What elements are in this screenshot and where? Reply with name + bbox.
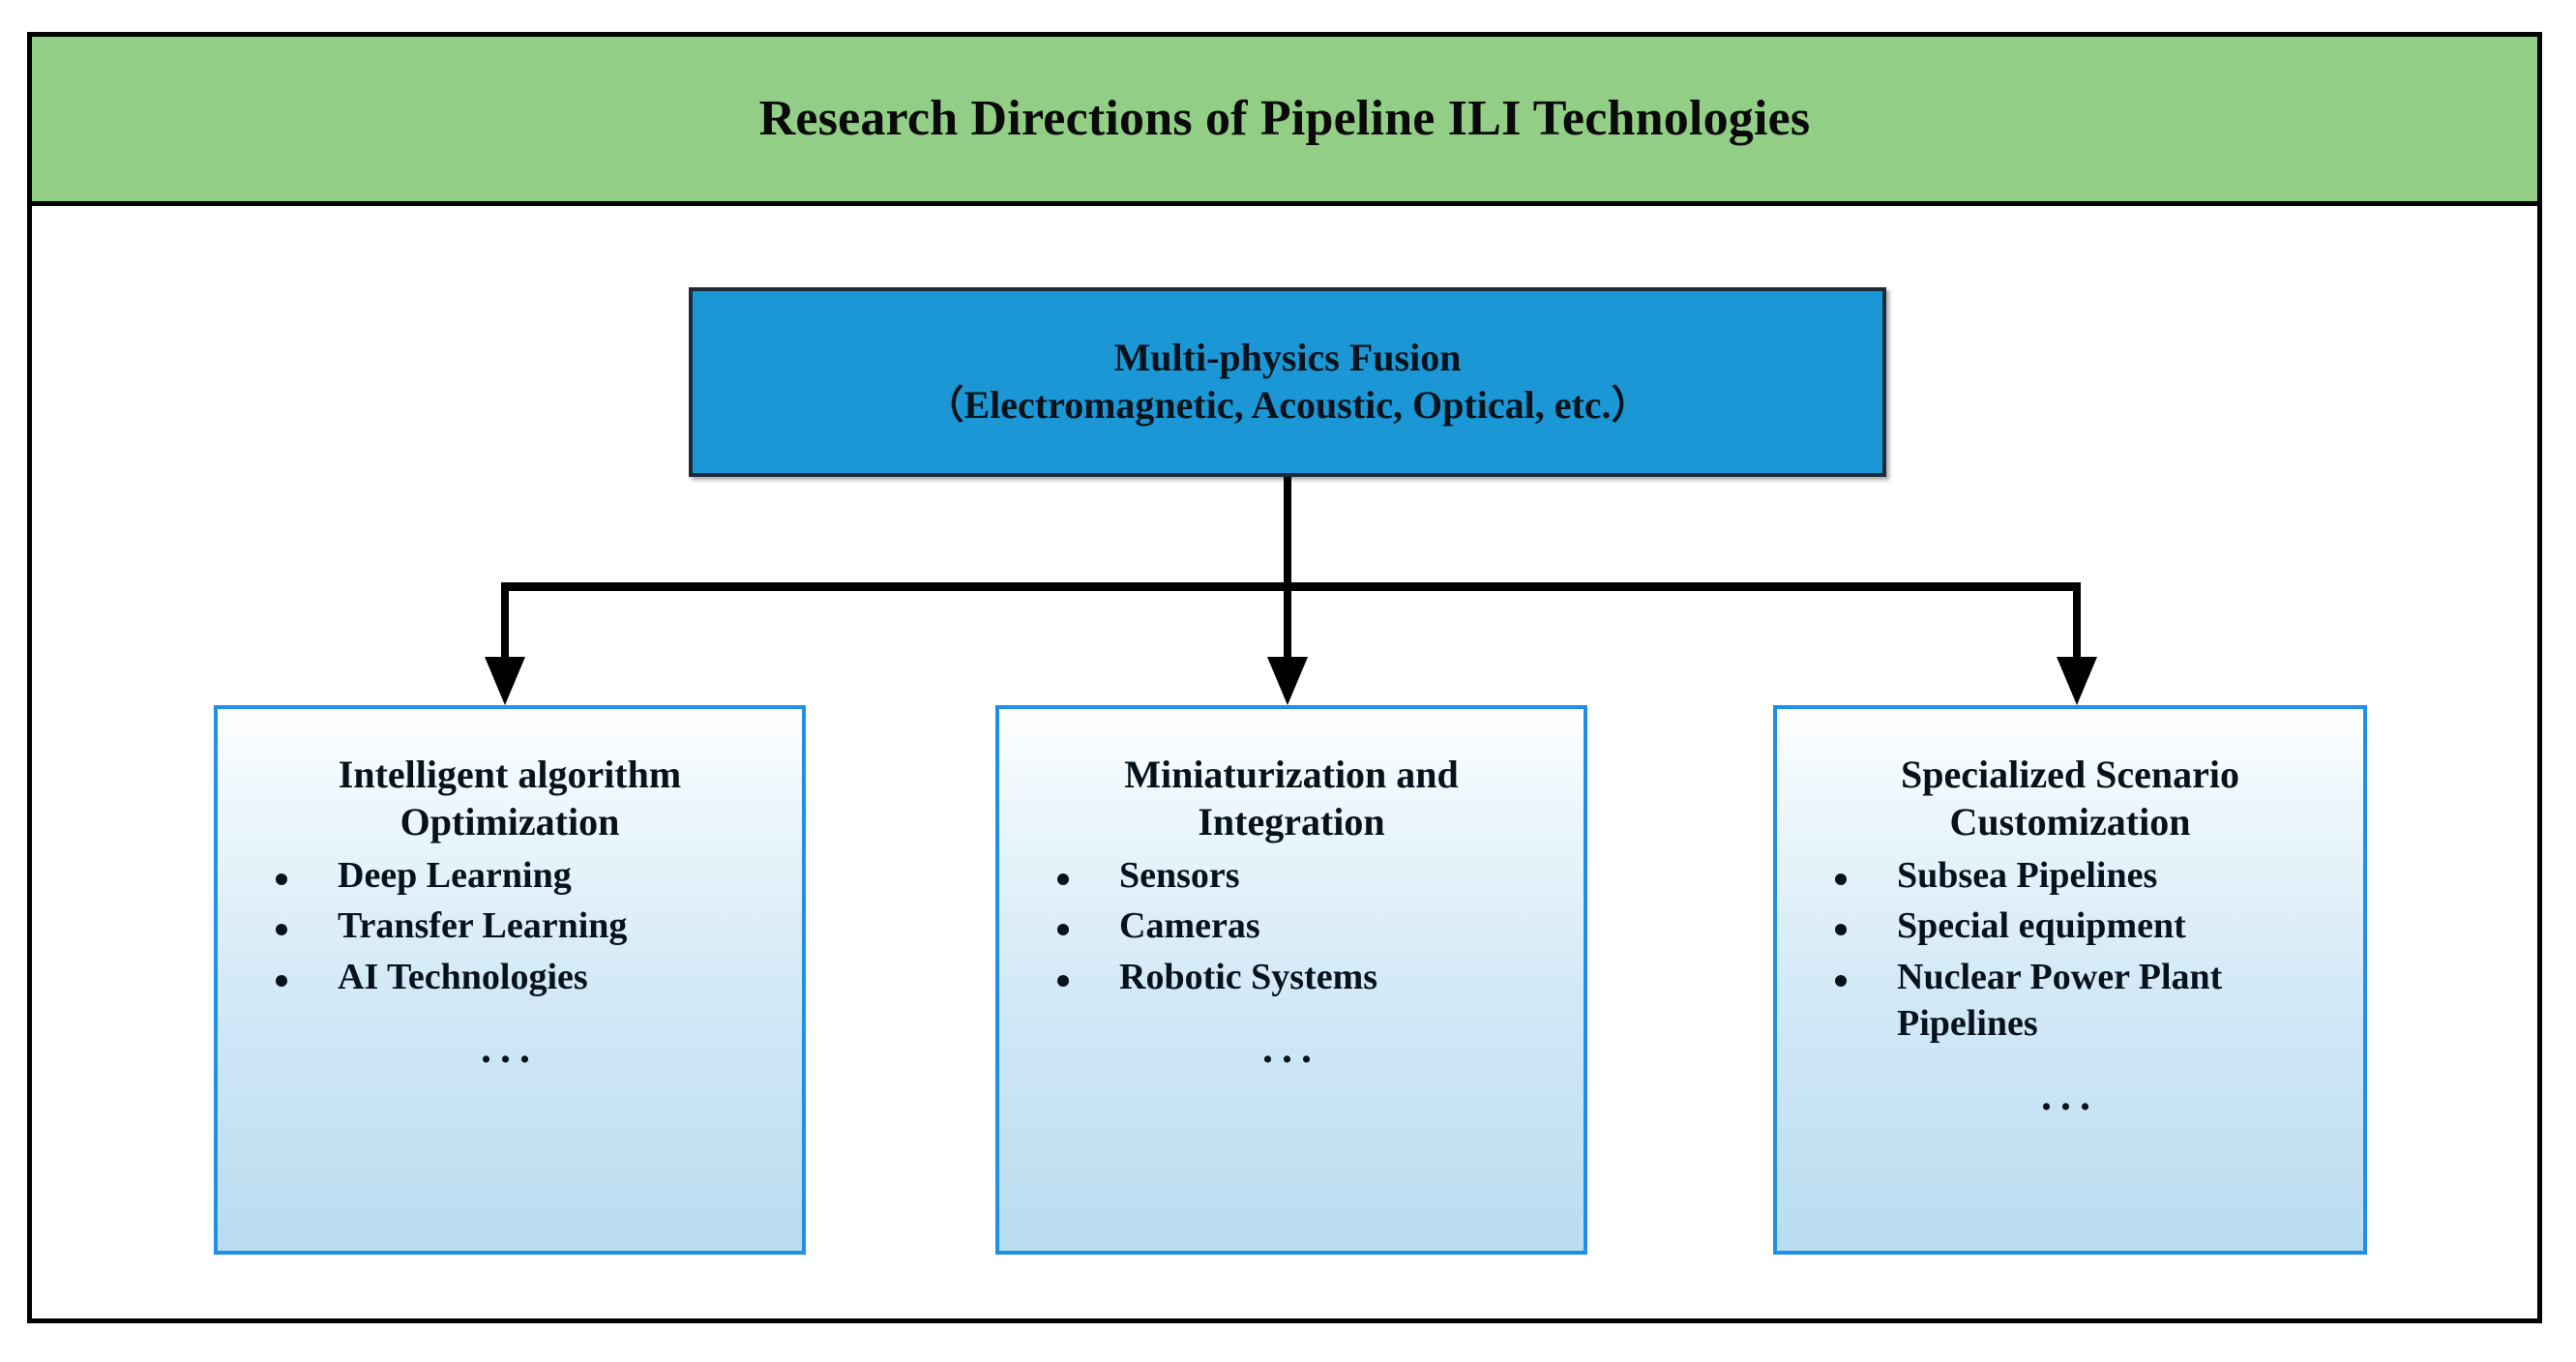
list-item-label: Transfer Learning <box>338 905 628 947</box>
child-node-miniaturization-and-integration: Miniaturization and Integration Sensors … <box>995 705 1587 1255</box>
child-node-bullet-list: Sensors Cameras Robotic Systems <box>1009 852 1574 1001</box>
arrow-head-right-icon <box>2057 657 2097 705</box>
child-node-specialized-scenario-customization: Specialized Scenario Customization Subse… <box>1773 705 2367 1255</box>
list-item-label: AI Technologies <box>338 956 588 997</box>
connector-drop-right <box>2073 586 2081 662</box>
list-item: Deep Learning <box>262 852 786 900</box>
list-item: Sensors <box>1044 852 1568 900</box>
list-item-label: Deep Learning <box>338 854 572 896</box>
list-item: AI Technologies <box>262 954 786 1001</box>
bullet-dot-icon <box>1057 974 1069 987</box>
list-item-label: Sensors <box>1119 854 1240 896</box>
bullet-dot-icon <box>1835 974 1847 987</box>
child-node-ellipsis: ... <box>2041 1072 2099 1120</box>
root-node-title: Multi-physics Fusion <box>1113 336 1462 380</box>
child-node-bullet-list: Deep Learning Transfer Learning AI Techn… <box>227 852 792 1001</box>
bullet-dot-icon <box>276 873 287 885</box>
list-item: Robotic Systems <box>1044 954 1568 1001</box>
list-item: Special equipment <box>1821 903 2348 950</box>
list-item-label: Robotic Systems <box>1119 956 1378 997</box>
bullet-dot-icon <box>1835 924 1847 936</box>
bullet-dot-icon <box>276 974 287 987</box>
diagram-frame: Research Directions of Pipeline ILI Tech… <box>27 32 2542 1323</box>
bullet-dot-icon <box>1057 924 1069 936</box>
title-banner: Research Directions of Pipeline ILI Tech… <box>32 37 2537 206</box>
connector-drop-center <box>1284 586 1291 662</box>
bullet-dot-icon <box>1057 873 1069 885</box>
child-node-ellipsis: ... <box>481 1024 539 1073</box>
child-node-title: Intelligent algorithm Optimization <box>338 753 682 844</box>
child-node-title: Specialized Scenario Customization <box>1901 753 2239 844</box>
list-item: Subsea Pipelines <box>1821 852 2348 900</box>
connector-trunk-vertical <box>1284 477 1291 586</box>
arrow-head-center-icon <box>1267 657 1308 705</box>
list-item-label: Nuclear Power Plant Pipelines <box>1897 956 2223 1045</box>
list-item: Transfer Learning <box>262 903 786 950</box>
child-node-intelligent-algorithm-optimization: Intelligent algorithm Optimization Deep … <box>214 705 806 1255</box>
list-item: Cameras <box>1044 903 1568 950</box>
child-node-ellipsis: ... <box>1262 1024 1320 1073</box>
child-node-title: Miniaturization and Integration <box>1124 753 1459 844</box>
bullet-dot-icon <box>276 924 287 936</box>
root-node-subtitle: （Electromagnetic, Acoustic, Optical, etc… <box>925 383 1650 427</box>
list-item-label: Subsea Pipelines <box>1897 854 2158 896</box>
list-item-label: Cameras <box>1119 905 1260 947</box>
list-item-label: Special equipment <box>1897 905 2186 947</box>
list-item: Nuclear Power Plant Pipelines <box>1821 954 2348 1048</box>
arrow-head-left-icon <box>485 657 525 705</box>
root-node-multi-physics-fusion: Multi-physics Fusion （Electromagnetic, A… <box>689 287 1886 477</box>
banner-title: Research Directions of Pipeline ILI Tech… <box>758 91 1811 147</box>
child-node-bullet-list: Subsea Pipelines Special equipment Nucle… <box>1787 852 2354 1049</box>
connector-drop-left <box>501 586 509 662</box>
bullet-dot-icon <box>1835 873 1847 885</box>
diagram-body: Multi-physics Fusion （Electromagnetic, A… <box>32 206 2537 1318</box>
